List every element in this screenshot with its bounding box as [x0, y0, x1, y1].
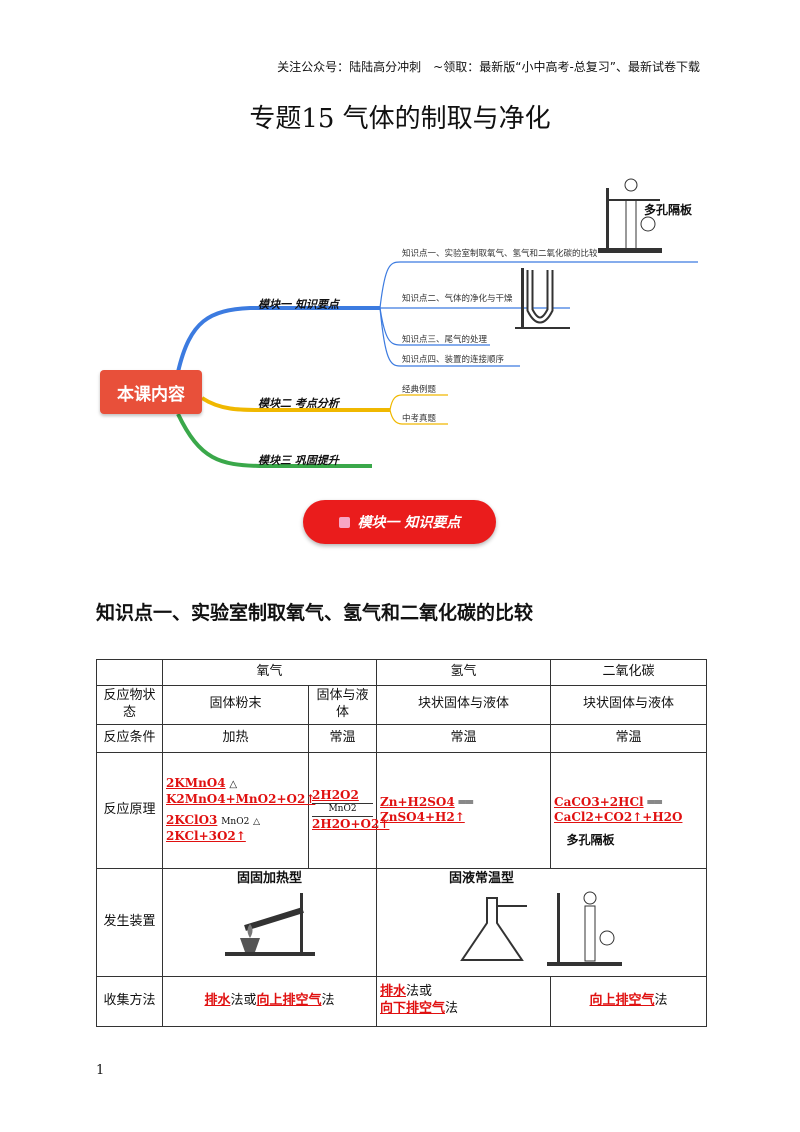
- table-row: 反应原理 2KMnO4 △ K2MnO4+MnO2+O2↑ 2KClO3 MnO…: [96, 751, 708, 869]
- row-label: 反应原理: [96, 751, 163, 869]
- leaf-line-5: [389, 394, 448, 411]
- comparison-table: 氧气 氢气 二氧化碳 反应物状态 固体粉末 固体与液体 块状固体与液体 块状固体…: [96, 659, 708, 1027]
- flask-apparatus-image: [459, 891, 622, 966]
- equation-text: 2KCl+3O2↑: [166, 828, 246, 843]
- collect-text: 法或: [406, 984, 433, 1000]
- o2-equations-cell: 2KMnO4 △ K2MnO4+MnO2+O2↑ 2KClO3 MnO2 △ 2…: [162, 751, 315, 869]
- leaf-5: 经典例题: [402, 385, 437, 395]
- equation-text: 2H2O2: [312, 787, 359, 802]
- collect-text: 法: [445, 1001, 459, 1017]
- header-co2: 二氧化碳: [550, 659, 708, 686]
- table-row: 收集方法 排水法或向上排空气法 排水法或 向下排空气法 向上排空气法: [96, 975, 708, 1027]
- leaf-6: 中考真题: [402, 414, 437, 424]
- mindmap-image-label: 多孔隔板: [644, 203, 693, 217]
- collect-text: 向上排空气: [589, 992, 655, 1008]
- collect-text: 向下排空气: [380, 1001, 446, 1017]
- row-label: 收集方法: [96, 975, 163, 1027]
- collect-text: 法: [321, 992, 335, 1008]
- condition-text: MnO2: [312, 803, 374, 818]
- header-note: 关注公众号：陆陆高分冲刺 ~领取：最新版“小中高考-总复习”、最新试卷下载: [277, 60, 700, 74]
- table-cell: 常温: [307, 723, 378, 753]
- equation-text: 2H2O+O2↑: [312, 817, 390, 832]
- leaf-4: 知识点四、装置的连接顺序: [402, 355, 505, 365]
- device-title: 固固加热型: [237, 870, 303, 886]
- co2-equation-cell: CaCO3+2HCl ══ CaCl2+CO2↑+H2O: [550, 751, 708, 869]
- collect-co2-cell: 向上排空气法: [550, 975, 708, 1027]
- heating-apparatus-image: [224, 892, 315, 956]
- equation-text: ZnSO4+H2↑: [380, 810, 465, 825]
- table-cell: 固体与液体: [307, 685, 378, 725]
- table-cell: [96, 659, 163, 686]
- leaf-line-1: [379, 261, 698, 309]
- row-label: 反应条件: [96, 723, 163, 753]
- branch-label-3: 模块三 巩固提升: [258, 454, 339, 467]
- branch-line-1: [176, 306, 380, 373]
- table-row: 发生装置 固固加热型 固液常温型 多孔隔板: [96, 833, 708, 977]
- branch-line-3: [176, 413, 372, 468]
- device-plate-label: 多孔隔板: [566, 832, 615, 847]
- u-tube-image: [515, 268, 570, 329]
- collect-o2-cell: 排水法或向上排空气法: [161, 975, 378, 1027]
- table-row: 反应物状态 固体粉末 固体与液体 块状固体与液体 块状固体与液体: [96, 685, 708, 725]
- collect-text: 排水: [204, 992, 231, 1008]
- row-label: 发生装置: [96, 867, 163, 977]
- table-row: 反应条件 加热 常温 常温 常温: [96, 723, 708, 753]
- equation-text: 2KClO3: [166, 813, 218, 828]
- collect-h2-cell: 排水法或 向下排空气法: [376, 975, 552, 1027]
- table-cell: 加热: [162, 723, 309, 753]
- pill-label: 模块一 知识要点: [357, 515, 461, 531]
- h2-equation-cell: Zn+H2SO4 ══ ZnSO4+H2↑: [376, 751, 552, 869]
- collect-text: 法或: [230, 992, 257, 1008]
- condition-text: MnO2: [221, 817, 250, 828]
- collect-text: 法: [654, 992, 668, 1008]
- section-heading: 知识点一、实验室制取氧气、氢气和二氧化碳的比较: [96, 602, 534, 624]
- table-cell: 常温: [550, 723, 708, 753]
- branch-label-2: 模块二 考点分析: [258, 397, 339, 410]
- equation-text: CaCO3+2HCl: [554, 794, 644, 809]
- header-h2: 氢气: [376, 659, 552, 686]
- leaf-3: 知识点三、尾气的处理: [402, 335, 488, 345]
- gas-generator-image: [598, 178, 662, 253]
- table-cell: 固体粉末: [162, 685, 309, 725]
- page-title: 专题15 气体的制取与净化: [249, 104, 551, 134]
- row-label: 反应物状态: [96, 685, 163, 725]
- device-title: 固液常温型: [449, 870, 515, 886]
- collect-text: 排水: [380, 984, 407, 1000]
- mindmap-diagram: [176, 178, 698, 468]
- pill-icon: [338, 516, 350, 528]
- heat-device-cell: 固固加热型: [161, 867, 378, 977]
- page-number: 1: [96, 1063, 105, 1078]
- leaf-line-3: [379, 307, 490, 346]
- branch-label-1: 模块一 知识要点: [258, 298, 339, 311]
- equation-text: K2MnO4+MnO2+O2↑: [166, 791, 316, 806]
- condition-symbol: △: [253, 817, 261, 828]
- equation-text: 2KMnO4: [166, 776, 226, 791]
- table-cell: 块状固体与液体: [550, 685, 708, 725]
- leaf-line-4: [379, 307, 520, 367]
- equation-text: Zn+H2SO4: [380, 794, 455, 809]
- table-cell: 块状固体与液体: [376, 685, 552, 725]
- leaf-1: 知识点一、实验室制取氧气、氢气和二氧化碳的比较: [402, 249, 598, 259]
- header-o2: 氧气: [161, 659, 378, 686]
- condition-symbol: △: [229, 779, 238, 791]
- equation-text: CaCl2+CO2↑+H2O: [554, 810, 683, 825]
- leaf-2: 知识点二、气体的净化与干燥: [402, 294, 513, 304]
- leaf-line-6: [389, 409, 448, 425]
- table-cell: 常温: [376, 723, 552, 753]
- collect-text: 向上排空气: [256, 992, 322, 1008]
- table-row: 氧气 氢气 二氧化碳: [96, 659, 708, 686]
- mindmap-center-node: 本课内容: [100, 370, 202, 414]
- branch-line-2: [200, 396, 390, 412]
- o2-h2o2-cell: 2H2O2 MnO2 2H2O+O2↑: [307, 751, 389, 869]
- room-temp-device-cell: 固液常温型 多孔隔板: [376, 833, 708, 977]
- section-pill: 模块一 知识要点: [303, 500, 496, 544]
